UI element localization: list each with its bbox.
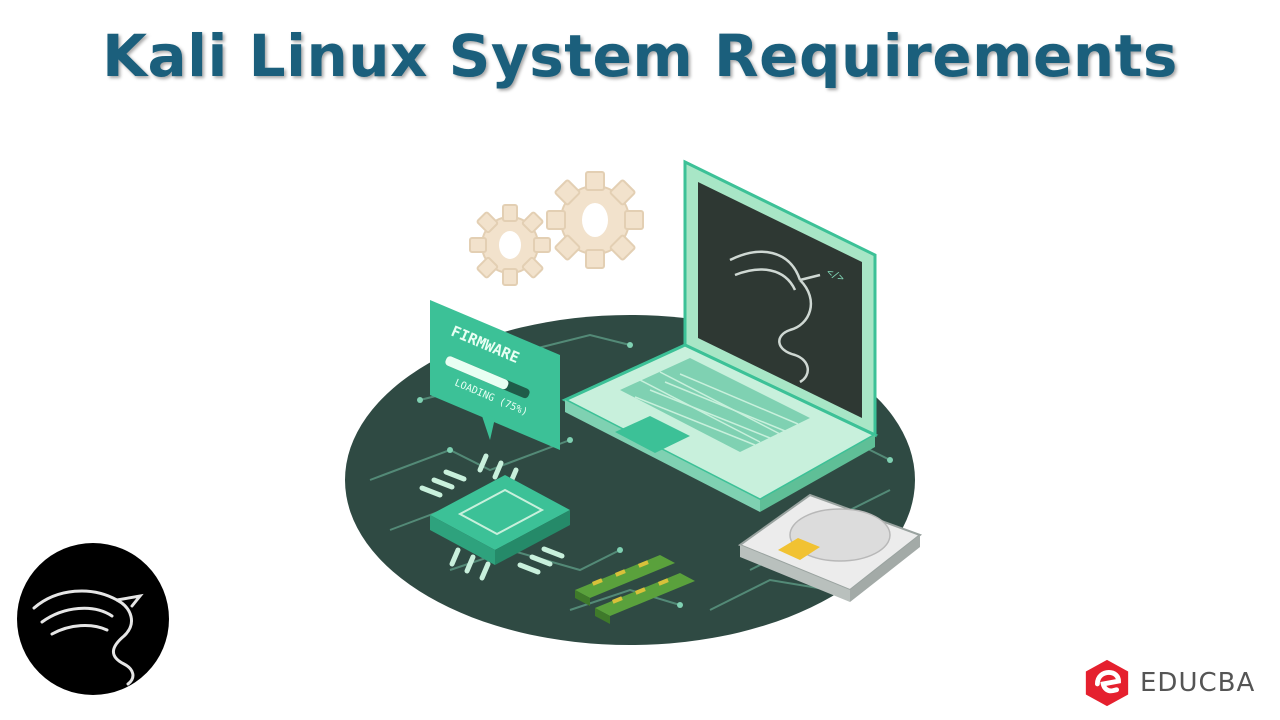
educba-brand: EDUCBA — [1082, 658, 1255, 708]
laptop-icon: </> — [561, 159, 879, 512]
gear-icon — [469, 204, 551, 286]
kali-logo-icon — [13, 539, 173, 699]
hardware-illustration: </> FIRMWARE LOADING (75%) — [345, 159, 923, 645]
educba-logo-icon — [1085, 659, 1129, 707]
brand-name: EDUCBA — [1140, 668, 1256, 698]
gear-icon — [546, 171, 644, 269]
page-title: Kali Linux System Requirements — [102, 22, 1178, 90]
firmware-chip-icon — [419, 453, 570, 581]
hard-drive-icon — [737, 493, 923, 602]
loading-progress-bar — [445, 356, 509, 390]
ram-module-icon — [575, 555, 695, 624]
kali-dragon-icon — [729, 250, 821, 384]
